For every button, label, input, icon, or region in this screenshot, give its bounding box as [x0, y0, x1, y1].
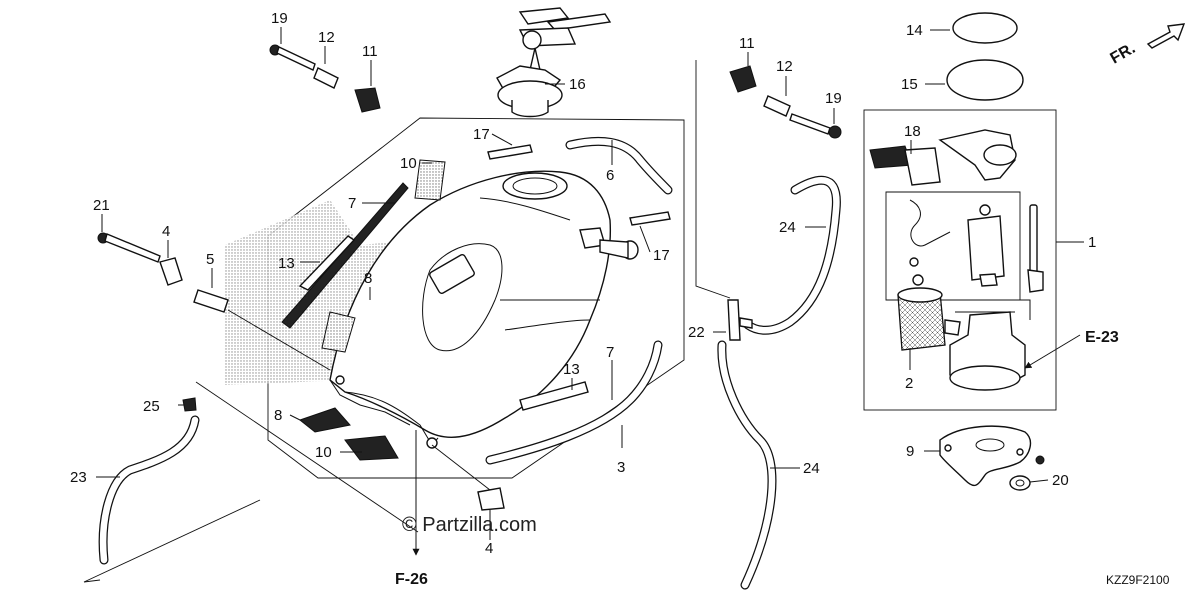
callout-4-upper: 4	[162, 223, 170, 240]
bolt-19-left	[269, 44, 316, 71]
mount-line-lower	[431, 444, 491, 491]
callout-20: 20	[1052, 472, 1069, 489]
callout-6: 6	[606, 167, 614, 184]
hose-24-upper	[743, 175, 841, 335]
nut-20	[1009, 475, 1031, 491]
tank-breather-fitting	[579, 227, 639, 260]
clip-25	[182, 397, 197, 412]
grommet-11-right	[729, 65, 757, 93]
callout-3: 3	[617, 459, 625, 476]
callout-13-lower: 13	[563, 361, 580, 378]
connector-18	[869, 145, 941, 186]
callout-4-lower: 4	[485, 540, 493, 557]
fuel-tank	[329, 170, 639, 449]
front-label: FR.	[1108, 40, 1139, 68]
callout-24-upper: 24	[779, 219, 796, 236]
collar-12-left	[313, 67, 339, 89]
callout-15: 15	[901, 76, 918, 93]
callout-12-right: 12	[776, 58, 793, 75]
callout-18: 18	[904, 123, 921, 140]
callout-14: 14	[906, 22, 923, 39]
pad-10-lower	[344, 435, 399, 461]
fuel-level-sender	[1027, 204, 1044, 293]
grommet-11-left	[354, 87, 381, 113]
seal-17-right	[629, 211, 671, 226]
callout-13-upper: 13	[278, 255, 295, 272]
fuel-filter-2	[897, 287, 961, 351]
callout-19-left: 19	[271, 10, 288, 27]
callout-11-left: 11	[362, 43, 378, 60]
callout-2: 2	[905, 375, 913, 392]
tank-shadow-area	[225, 200, 420, 385]
grommet-4-upper	[159, 257, 183, 286]
rubber-13-upper	[298, 235, 356, 291]
callout-21: 21	[93, 197, 110, 214]
pump-wiring	[909, 199, 991, 286]
callout-19-right: 19	[825, 90, 842, 107]
callout-8-upper: 8	[364, 270, 372, 287]
seal-ring-15	[946, 59, 1024, 101]
callout-24-lower: 24	[803, 460, 820, 477]
pad-8-upper	[321, 311, 356, 353]
callout-5: 5	[206, 251, 214, 268]
callout-8-lower: 8	[274, 407, 282, 424]
callout-7-upper: 7	[348, 195, 356, 212]
seal-ring-14	[952, 12, 1018, 44]
callout-17-upper: 17	[473, 126, 490, 143]
right-mount-outline	[695, 60, 731, 299]
hose-23	[98, 415, 200, 565]
hose-6	[565, 136, 673, 195]
callout-9: 9	[906, 443, 914, 460]
reference-e23: E-23	[1085, 329, 1119, 346]
watermark: © Partzilla.com	[402, 514, 537, 536]
callout-25: 25	[143, 398, 160, 415]
callout-23: 23	[70, 469, 87, 486]
grommet-4-lower	[477, 487, 505, 511]
reference-f26: F-26	[395, 571, 428, 588]
callout-10-lower: 10	[315, 444, 332, 461]
callout-11-right: 11	[739, 35, 755, 52]
pump-top-flange	[938, 129, 1017, 181]
callout-17-right: 17	[653, 247, 670, 264]
pump-cover-plate-9	[939, 425, 1045, 487]
callout-1: 1	[1088, 234, 1096, 251]
pump-base-housing	[949, 299, 1031, 391]
rubber-13-lower	[519, 381, 589, 411]
bolt-21	[97, 232, 161, 263]
bolt-19-right	[789, 113, 842, 139]
front-direction-indicator: FR.	[1108, 23, 1186, 68]
hose-24-lower	[717, 340, 777, 590]
callout-22: 22	[688, 324, 705, 341]
pad-10-upper	[414, 159, 446, 201]
callout-7-lower: 7	[606, 344, 614, 361]
hose-23-leader	[83, 579, 101, 583]
rubber-7-upper	[281, 182, 409, 329]
leader-lines	[96, 27, 1084, 556]
mount-line-left	[227, 309, 331, 371]
fuel-pump-motor	[967, 215, 1005, 287]
t-joint-22	[727, 299, 753, 341]
collar-12-right	[763, 95, 791, 117]
callout-16: 16	[569, 76, 586, 93]
callout-12-left: 12	[318, 29, 335, 46]
callout-10-upper: 10	[400, 155, 417, 172]
diagram-code: KZZ9F2100	[1106, 573, 1170, 587]
collar-5	[193, 289, 229, 313]
fuel-cap-with-keys	[496, 7, 612, 118]
tank-group-outline	[83, 117, 685, 583]
callout-labels: 19 12 11 16 10 17 6 7 21 4 5 13 8 17 25 …	[70, 10, 1096, 557]
seal-17-upper	[487, 144, 533, 160]
pad-8-lower	[298, 407, 351, 433]
rubber-7-lower	[485, 340, 663, 465]
